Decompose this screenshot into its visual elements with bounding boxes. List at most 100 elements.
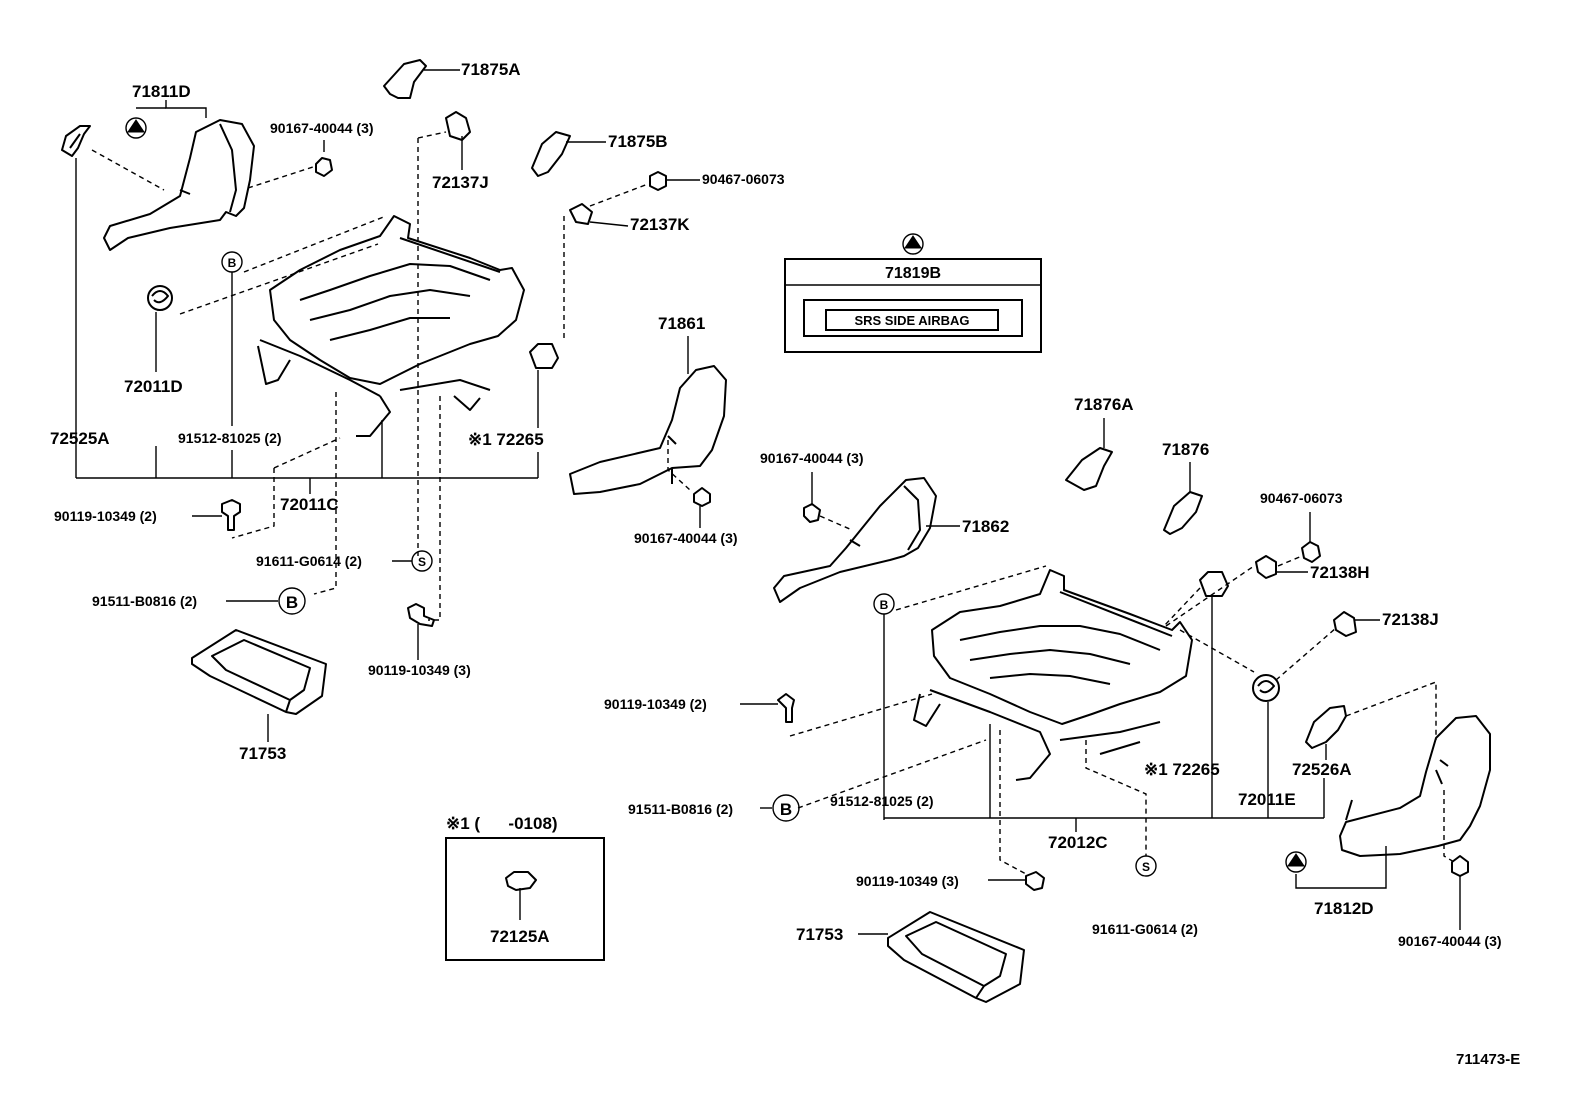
dash-left-11	[589, 183, 649, 207]
label-72012c: 72012C	[1048, 833, 1108, 852]
dash-right-10	[1275, 627, 1337, 681]
label-90119-10349-a: 90119-10349 (2)	[54, 508, 157, 524]
label-72011e: 72011E	[1238, 790, 1296, 809]
part-72125a-clip	[505, 871, 537, 891]
part-72011c-frame	[257, 215, 525, 437]
part-labels: 71811D 71875A 90167-40044 (3) 72137J 718…	[50, 60, 1520, 1068]
dash-right-3	[789, 693, 933, 737]
marker-b-circle	[873, 593, 895, 615]
dash-right-1	[895, 565, 1047, 611]
part-72138h	[1255, 555, 1277, 579]
dash-right-5	[999, 730, 1027, 875]
triangle-marker-ring	[1285, 851, 1307, 873]
label-91611-g0614-b: 91611-G0614 (2)	[1092, 921, 1198, 937]
marker-b-circle	[278, 587, 306, 615]
part-71862-detail	[849, 485, 921, 551]
part-71876a	[1065, 447, 1113, 491]
label-72526a: 72526A	[1292, 760, 1352, 779]
dash-right-4	[797, 739, 987, 809]
label-90467-06073-b: 90467-06073	[1260, 490, 1343, 506]
dash-right-8	[1277, 555, 1303, 567]
part-71875a	[383, 59, 427, 99]
part-71811d-cover	[103, 119, 255, 251]
marker-b-letter: B	[228, 256, 237, 270]
nut-90467-b-icon	[1301, 541, 1321, 563]
label-91511-b0816-b: 91511-B0816 (2)	[628, 801, 733, 817]
part-72526a-clip	[1305, 705, 1347, 749]
label-90119-10349-d: 90119-10349 (3)	[856, 873, 959, 889]
left-assembly: B S B	[61, 59, 700, 742]
bolt-90167-b-icon	[693, 487, 711, 507]
part-71753-b-tray	[887, 911, 1025, 1003]
label-inner-frame	[825, 309, 999, 331]
triangle-marker-ring	[125, 117, 147, 139]
marker-b-circle	[221, 251, 243, 273]
label-71875a: 71875A	[461, 60, 521, 79]
bolt-90119-b-icon	[407, 603, 435, 627]
part-71861-detail	[667, 435, 677, 484]
part-72138j	[1333, 611, 1357, 637]
label-71753-a: 71753	[239, 744, 286, 763]
marker-b-letter: B	[780, 800, 792, 819]
label-91512-81025-a: 91512-81025 (2)	[178, 430, 282, 446]
dash-right-11	[1345, 680, 1437, 740]
dash-center-1	[667, 440, 691, 491]
label-90167-40044-a: 90167-40044 (3)	[270, 120, 374, 136]
label-90119-10349-b: 90119-10349 (3)	[368, 662, 471, 678]
label-71812d: 71812D	[1314, 899, 1374, 918]
part-72525a-clip	[61, 125, 91, 157]
part-72265-b	[1199, 571, 1229, 597]
part-72011d-coil	[151, 290, 169, 304]
dash-right-12	[1443, 790, 1455, 863]
part-71812d-detail	[1345, 759, 1449, 821]
label-91611-g0614-a: 91611-G0614 (2)	[256, 553, 362, 569]
dash-left-2	[247, 165, 317, 189]
leader-72137k	[589, 221, 629, 227]
label-91511-b0816-a: 91511-B0816 (2)	[92, 593, 197, 609]
marker-s-circle	[1135, 855, 1157, 877]
marker-s-letter: S	[418, 555, 426, 569]
label-90167-40044-d: 90167-40044 (3)	[1398, 933, 1502, 949]
triangle-marker-icon	[904, 235, 922, 249]
part-71753-a-detail	[211, 639, 311, 713]
part-71753-a-tray	[191, 629, 327, 715]
leader-72012c-bar	[883, 596, 1325, 832]
bolt-90119-d-icon	[1025, 871, 1045, 891]
part-71812d-cover	[1339, 715, 1491, 857]
label-72138j: 72138J	[1382, 610, 1439, 629]
dash-left-6	[428, 396, 441, 621]
marker-b-letter: B	[286, 593, 298, 612]
label-72011c: 72011C	[280, 495, 339, 514]
part-72011d-spring	[147, 285, 173, 311]
part-72011e-coil	[1257, 680, 1275, 694]
dash-left-1	[91, 149, 165, 191]
bolt-90119-a-icon	[221, 499, 241, 531]
dash-right-6	[1085, 740, 1147, 856]
label-72011d: 72011D	[124, 377, 183, 396]
triangle-marker-icon	[127, 119, 145, 133]
part-71811d-detail	[179, 123, 237, 213]
label-72525a: 72525A	[50, 429, 110, 448]
label-box-part-number: 71819B	[885, 265, 941, 282]
bolt-90119-c-icon	[777, 693, 795, 723]
label-72125a: 72125A	[490, 927, 550, 946]
dash-left-8	[231, 468, 275, 539]
label-box-warning-text: SRS SIDE AIRBAG	[854, 313, 969, 328]
drawing-number: 711473-E	[1456, 1051, 1520, 1068]
bolt-90167-a-icon	[315, 157, 333, 177]
leader-71812d	[1295, 846, 1387, 889]
label-71875b: 71875B	[608, 132, 668, 151]
part-72011e-spring	[1252, 674, 1280, 702]
label-71876a: 71876A	[1074, 395, 1134, 414]
dash-left-3	[243, 215, 387, 273]
part-71875b	[531, 131, 571, 177]
part-71876	[1163, 491, 1203, 535]
part-72012c-frame	[913, 569, 1193, 781]
label-72138h: 72138H	[1310, 563, 1370, 582]
note-box	[445, 837, 605, 961]
part-71861-cover	[569, 365, 727, 495]
label-90119-10349-c: 90119-10349 (2)	[604, 696, 707, 712]
label-90467-06073-a: 90467-06073	[702, 171, 785, 187]
